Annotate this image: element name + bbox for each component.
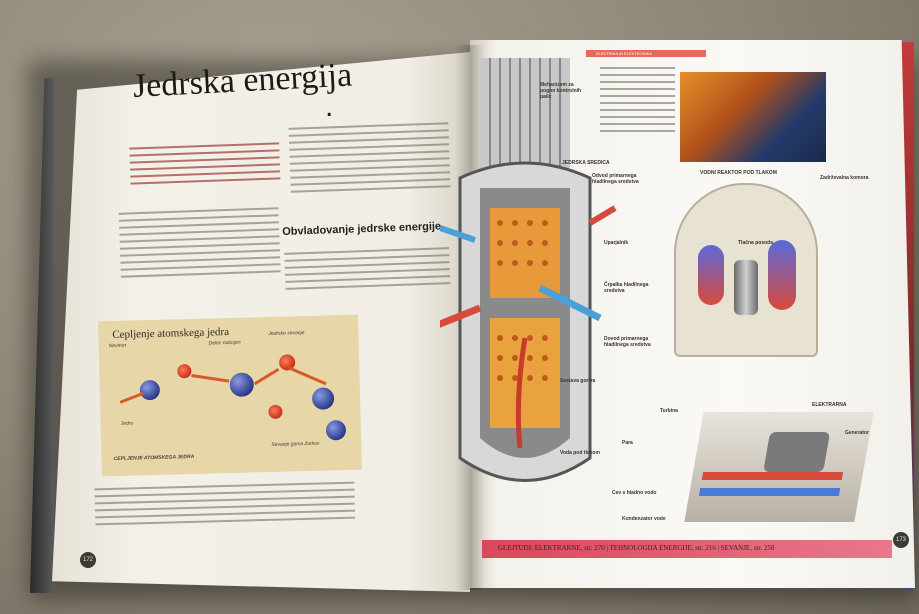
fuel-assembly-lower: [490, 318, 560, 428]
label-neutron: Nevtron: [108, 342, 127, 350]
steam-generator-left: [698, 245, 724, 305]
power-plant-illustration: [684, 412, 874, 522]
neutron-beam: [288, 366, 327, 386]
right-intro-text: [600, 62, 675, 162]
callout-water: Voda pod tlakom: [560, 450, 600, 456]
callout-fuel: Sestava goriva: [560, 378, 596, 384]
flow-line: [515, 337, 528, 449]
callout-pressure-vessel: Tlačna posoda: [738, 240, 774, 246]
callout-steam: Para: [622, 440, 633, 446]
reactor-vessel-small: [734, 260, 758, 315]
coolant-arrow-red: [440, 304, 482, 328]
neutron-beam: [253, 367, 280, 386]
right-page-number: 173: [893, 532, 909, 548]
header-tag-text: ELEKTRIKA IN ELEKTRONIKA: [596, 51, 653, 56]
callout-containment: Zadrževalna komora: [820, 175, 869, 181]
see-also-bar: GLEJTUDI: ELEKTRARNE, str. 270 | TEHNOLO…: [482, 540, 892, 558]
fission-panel: Cepljenje atomskega jedra Nevtron Delec …: [98, 314, 362, 477]
water-pipe: [698, 488, 841, 496]
atom-nucleus: [139, 379, 161, 401]
label-radiation: Jedrsko sevanje: [268, 330, 305, 337]
steam-generator-right: [768, 240, 796, 310]
label-fission: CEPLJENJE ATOMSKEGA JEDRA: [113, 453, 195, 463]
body-paragraph-2: [288, 117, 451, 223]
see-also-text: GLEJTUDI: ELEKTRARNE, str. 270 | TEHNOLO…: [498, 544, 775, 552]
header-tag: ELEKTRIKA IN ELEKTRONIKA: [586, 50, 706, 57]
label-charged-particle: Delec nabojen: [208, 339, 241, 347]
coolant-out-arrow: [588, 205, 617, 226]
fuel-rod-holes: [497, 220, 548, 381]
callout-cooling-water: Cev s hladno vodo: [612, 490, 657, 496]
atom-nucleus: [311, 387, 335, 410]
coolant-arrow-blue: [538, 284, 602, 322]
callout-turbine: Turbina: [660, 408, 678, 414]
callout-reactor-title: VODNI REAKTOR POD TLAKOM: [700, 170, 777, 176]
label-gamma: Sevanje gama žarkov: [271, 440, 320, 448]
generator-block: [763, 432, 831, 472]
intro-paragraph: [129, 137, 281, 197]
atom-nucleus: [229, 372, 255, 397]
reactor-photo: [680, 72, 826, 162]
title-dot: .: [325, 90, 334, 123]
callout-condenser: Kondenzator vode: [622, 516, 666, 522]
control-rods: [489, 58, 561, 168]
containment-dome: [674, 183, 818, 357]
callout-coolant-in: Dovod primarnega hladilnega sredstva: [604, 336, 651, 348]
fission-panel-title: Cepljenje atomskega jedra: [112, 326, 230, 342]
callout-plant-title: ELEKTRARNA: [812, 402, 847, 408]
callout-coolant-out: Odvod primarnega hladilnega sredstva: [592, 173, 639, 185]
body-paragraph-1: [118, 202, 281, 303]
neutron-beam: [119, 391, 144, 404]
steam-pipe: [701, 472, 844, 480]
callout-control-rods: Mehanizem za pogon kontrolnih palic: [540, 82, 582, 100]
bottom-paragraph: [94, 477, 356, 544]
neutron-particle: [268, 404, 283, 419]
neutron-particle: [177, 364, 192, 379]
neutron-beam: [191, 374, 230, 383]
body-paragraph-3: [284, 242, 451, 303]
control-rod-drive: [480, 58, 570, 168]
callout-generator: Generator: [845, 430, 869, 436]
label-nucleus: Jedro: [120, 420, 134, 427]
callout-pump: Črpalka hladilnega sredstva: [604, 282, 649, 294]
callout-core: JEDRSKA SREDICA: [562, 160, 610, 166]
left-page-number: 172: [80, 552, 96, 568]
callout-steam-gen: Uparjalnik: [604, 240, 629, 246]
coolant-in-arrow: [440, 225, 476, 243]
atom-nucleus: [325, 419, 347, 441]
reactor-illustration: [440, 58, 617, 482]
